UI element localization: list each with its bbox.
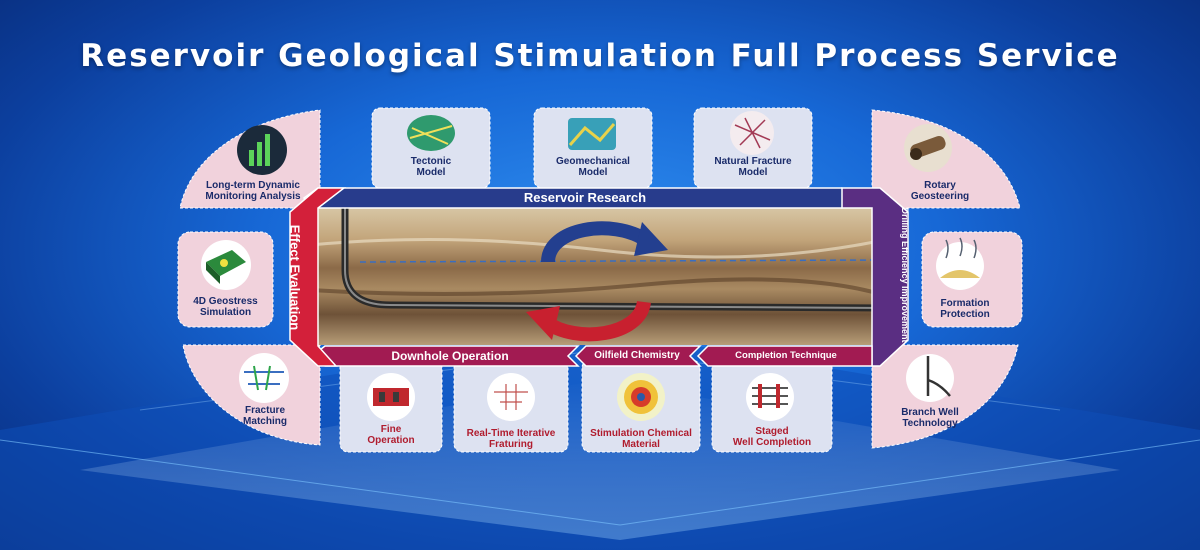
fracture-matching-icon xyxy=(239,353,289,403)
bottom-band-completion xyxy=(696,345,873,367)
bottom-band-label-downhole: Downhole Operation xyxy=(391,349,509,363)
bottom-card-fine-operation xyxy=(339,359,443,453)
bottom-card-iterative-fracturing xyxy=(453,359,569,453)
natural-fracture-model-icon xyxy=(730,111,774,155)
left-band-label: Effect Evaluation xyxy=(287,224,303,331)
rotary-tool-icon xyxy=(904,124,952,172)
bottom-card-chemical-material xyxy=(581,359,701,453)
bottom-band-chemistry xyxy=(574,345,702,367)
bottom-band-label-completion: Completion Technique xyxy=(735,350,837,361)
bottom-card-staged-completion xyxy=(711,359,833,453)
staged-completion-icon xyxy=(746,373,794,421)
right-band-label: Drilling Efficiency Improvement xyxy=(900,207,910,343)
left-band xyxy=(289,187,347,367)
branch-well-icon xyxy=(906,354,954,402)
fine-operation-icon xyxy=(367,373,415,421)
geostress-cube-icon xyxy=(201,240,251,290)
right-band xyxy=(841,187,909,367)
page-title: Reservoir Geological Stimulation Full Pr… xyxy=(80,38,1120,74)
top-band-label: Reservoir Research xyxy=(523,190,647,205)
geomechanical-model-icon xyxy=(568,118,616,150)
cycle-arrows-icon xyxy=(526,221,668,342)
formation-protection-icon xyxy=(936,237,984,290)
bar-chart-icon xyxy=(237,125,287,175)
chemical-material-icon xyxy=(617,373,665,421)
top-card-geomechanical xyxy=(533,107,653,189)
iterative-fracturing-icon xyxy=(487,373,535,421)
tectonic-model-icon xyxy=(407,115,455,151)
top-card-natural-fracture xyxy=(693,107,813,189)
bottom-band-label-chemistry: Oilfield Chemistry xyxy=(594,350,680,361)
